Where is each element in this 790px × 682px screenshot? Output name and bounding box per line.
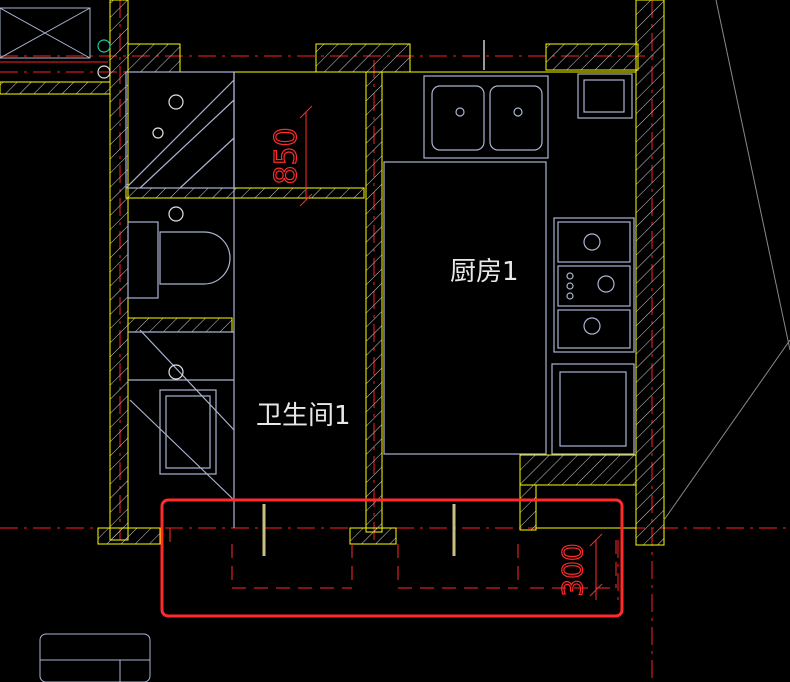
- dimension-label-850: 850: [269, 127, 304, 184]
- kitchen-fixtures: [383, 40, 635, 455]
- reference-line: [663, 339, 790, 521]
- floor-drain-icons: [97, 65, 184, 380]
- pipe-risers: [262, 504, 456, 556]
- reference-line: [715, 0, 790, 351]
- sofa-symbol: [39, 633, 151, 682]
- dimension-300: 300: [555, 533, 603, 600]
- room-label-kitchen: 厨房1: [450, 257, 519, 287]
- valve-icon: [97, 39, 111, 53]
- window-symbol: [0, 7, 108, 63]
- balcony-openings: [169, 528, 617, 589]
- room-label-bathroom: 卫生间1: [256, 401, 351, 431]
- highlight-box: [160, 498, 624, 618]
- walls: [0, 0, 665, 546]
- dimension-label-300: 300: [556, 543, 589, 596]
- dimension-850: 850: [268, 105, 313, 207]
- bathroom-fixtures: [125, 71, 235, 528]
